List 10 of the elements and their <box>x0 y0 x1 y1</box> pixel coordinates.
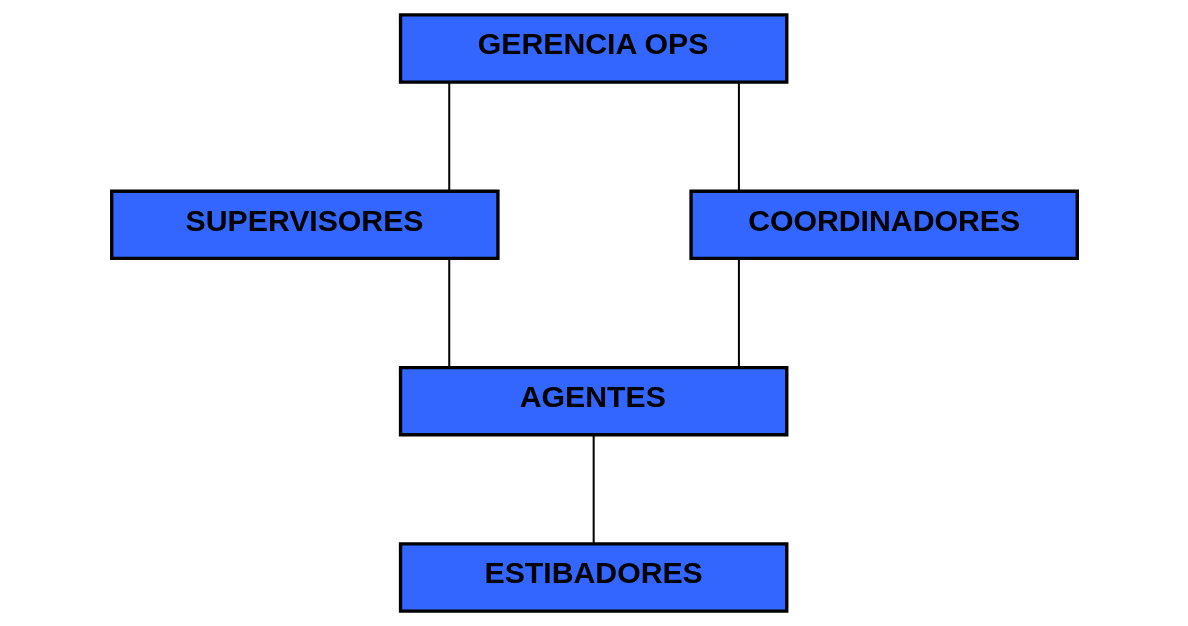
node-box: GERENCIA OPS <box>398 13 788 84</box>
node-box: COORDINADORES <box>688 189 1079 261</box>
connector <box>737 258 740 368</box>
connector <box>592 435 595 544</box>
node-box: SUPERVISORES <box>109 189 500 261</box>
node-box: ESTIBADORES <box>398 542 788 613</box>
connector <box>447 258 450 368</box>
connector <box>447 82 450 191</box>
node-box: AGENTES <box>398 365 788 437</box>
connector <box>737 82 740 191</box>
